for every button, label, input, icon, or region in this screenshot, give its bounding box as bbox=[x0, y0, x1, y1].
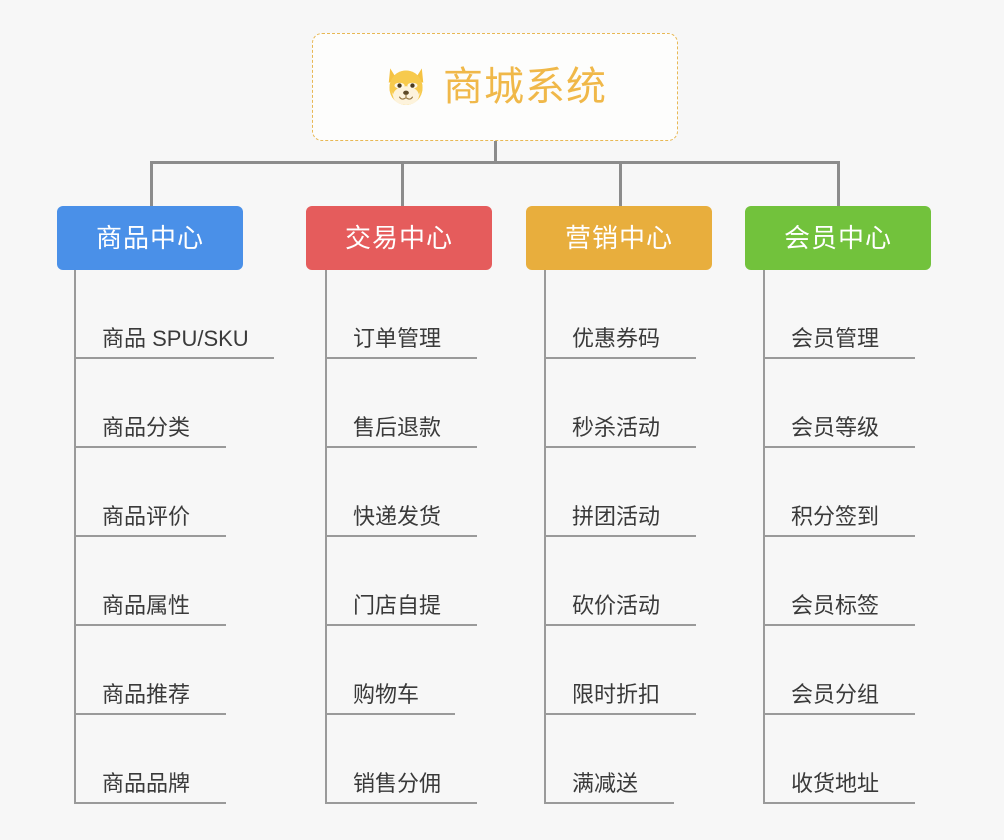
leaf-item[interactable]: 商品推荐 bbox=[74, 626, 263, 715]
leaf-item[interactable]: 商品 SPU/SKU bbox=[74, 270, 274, 359]
leaf-item[interactable]: 满减送 bbox=[544, 715, 674, 804]
connector-drop bbox=[401, 161, 404, 208]
category-box-3[interactable]: 营销中心 bbox=[526, 206, 712, 270]
leaf-item-underline bbox=[74, 624, 226, 626]
leaf-item[interactable]: 售后退款 bbox=[325, 359, 477, 448]
leaf-item-label: 优惠券码 bbox=[572, 326, 661, 351]
leaf-item-underline bbox=[763, 624, 915, 626]
leaf-item-underline bbox=[544, 535, 696, 537]
leaf-item-label: 商品属性 bbox=[102, 593, 191, 618]
leaf-item-label: 商品品牌 bbox=[102, 771, 191, 796]
leaf-trunk-line bbox=[544, 270, 546, 804]
leaf-item[interactable]: 优惠券码 bbox=[544, 270, 696, 359]
leaf-item-label: 满减送 bbox=[572, 771, 639, 796]
connector-bus bbox=[150, 161, 839, 164]
leaf-column-3: 优惠券码秒杀活动拼团活动砍价活动限时折扣满减送 bbox=[544, 270, 696, 804]
leaf-column-2: 订单管理售后退款快递发货门店自提购物车销售分佣 bbox=[325, 270, 477, 804]
leaf-item-underline bbox=[544, 624, 696, 626]
leaf-item[interactable]: 销售分佣 bbox=[325, 715, 477, 804]
leaf-item[interactable]: 商品评价 bbox=[74, 448, 263, 537]
leaf-item-label: 商品 SPU/SKU bbox=[102, 326, 249, 351]
leaf-item-label: 积分签到 bbox=[791, 504, 880, 529]
leaf-item-label: 限时折扣 bbox=[572, 682, 661, 707]
leaf-item-label: 售后退款 bbox=[353, 415, 442, 440]
leaf-column-4: 会员管理会员等级积分签到会员标签会员分组收货地址 bbox=[763, 270, 915, 804]
leaf-item-underline bbox=[74, 713, 226, 715]
leaf-item-underline bbox=[544, 802, 674, 804]
leaf-item[interactable]: 商品属性 bbox=[74, 537, 263, 626]
leaf-item[interactable]: 商品品牌 bbox=[74, 715, 263, 804]
leaf-item[interactable]: 会员等级 bbox=[763, 359, 915, 448]
category-box-2[interactable]: 交易中心 bbox=[306, 206, 492, 270]
leaf-item-underline bbox=[763, 713, 915, 715]
leaf-item[interactable]: 拼团活动 bbox=[544, 448, 696, 537]
leaf-item-label: 商品分类 bbox=[102, 415, 191, 440]
leaf-item[interactable]: 订单管理 bbox=[325, 270, 477, 359]
leaf-item-label: 拼团活动 bbox=[572, 504, 661, 529]
leaf-item-label: 收货地址 bbox=[791, 771, 880, 796]
leaf-item-label: 会员标签 bbox=[791, 593, 880, 618]
leaf-item-underline bbox=[763, 535, 915, 537]
leaf-item-underline bbox=[544, 713, 696, 715]
leaf-item-label: 会员管理 bbox=[791, 326, 880, 351]
leaf-item-underline bbox=[763, 446, 915, 448]
leaf-item[interactable]: 门店自提 bbox=[325, 537, 477, 626]
category-label: 营销中心 bbox=[564, 223, 673, 253]
leaf-item-underline bbox=[325, 535, 477, 537]
connector-drop bbox=[150, 161, 153, 208]
leaf-item-underline bbox=[74, 446, 226, 448]
leaf-item-underline bbox=[544, 357, 696, 359]
leaf-item[interactable]: 会员标签 bbox=[763, 537, 915, 626]
shiba-dog-icon bbox=[388, 68, 424, 105]
leaf-item[interactable]: 砍价活动 bbox=[544, 537, 696, 626]
leaf-item-underline bbox=[544, 446, 696, 448]
root-label: 商城系统 bbox=[443, 65, 607, 109]
leaf-item-underline bbox=[325, 713, 455, 715]
leaf-item-label: 秒杀活动 bbox=[572, 415, 661, 440]
leaf-item-underline bbox=[74, 802, 226, 804]
leaf-item-label: 会员等级 bbox=[791, 415, 880, 440]
leaf-item-underline bbox=[74, 357, 274, 359]
category-label: 交易中心 bbox=[344, 223, 453, 253]
leaf-item[interactable]: 快递发货 bbox=[325, 448, 477, 537]
leaf-item[interactable]: 会员分组 bbox=[763, 626, 915, 715]
leaf-item[interactable]: 收货地址 bbox=[763, 715, 915, 804]
leaf-item-label: 会员分组 bbox=[791, 682, 880, 707]
leaf-item[interactable]: 限时折扣 bbox=[544, 626, 696, 715]
leaf-item-label: 快递发货 bbox=[353, 504, 442, 529]
leaf-trunk-line bbox=[763, 270, 765, 804]
category-box-4[interactable]: 会员中心 bbox=[745, 206, 931, 270]
leaf-item[interactable]: 积分签到 bbox=[763, 448, 915, 537]
category-box-1[interactable]: 商品中心 bbox=[57, 206, 243, 270]
root-node[interactable]: 商城系统 bbox=[312, 33, 678, 141]
leaf-item-underline bbox=[763, 802, 915, 804]
leaf-item-underline bbox=[74, 535, 226, 537]
leaf-item-underline bbox=[763, 357, 915, 359]
leaf-trunk-line bbox=[74, 270, 76, 804]
leaf-item-underline bbox=[325, 624, 477, 626]
leaf-item-underline bbox=[325, 357, 477, 359]
connector-drop bbox=[837, 161, 840, 208]
leaf-item-underline bbox=[325, 802, 477, 804]
leaf-item[interactable]: 购物车 bbox=[325, 626, 455, 715]
connector-stem bbox=[494, 141, 497, 164]
leaf-item-label: 购物车 bbox=[353, 682, 420, 707]
leaf-item-label: 销售分佣 bbox=[353, 771, 442, 796]
leaf-item-underline bbox=[325, 446, 477, 448]
category-label: 会员中心 bbox=[783, 223, 892, 253]
leaf-item-label: 订单管理 bbox=[353, 326, 442, 351]
leaf-trunk-line bbox=[325, 270, 327, 804]
category-label: 商品中心 bbox=[95, 223, 204, 253]
leaf-item-label: 砍价活动 bbox=[572, 593, 661, 618]
leaf-item-label: 商品推荐 bbox=[102, 682, 191, 707]
leaf-item-label: 门店自提 bbox=[353, 593, 442, 618]
connector-drop bbox=[619, 161, 622, 208]
leaf-item[interactable]: 秒杀活动 bbox=[544, 359, 696, 448]
leaf-item[interactable]: 会员管理 bbox=[763, 270, 915, 359]
leaf-item[interactable]: 商品分类 bbox=[74, 359, 263, 448]
leaf-column-1: 商品 SPU/SKU 商品分类商品评价商品属性商品推荐商品品牌 bbox=[74, 270, 274, 804]
leaf-item-label: 商品评价 bbox=[102, 504, 191, 529]
